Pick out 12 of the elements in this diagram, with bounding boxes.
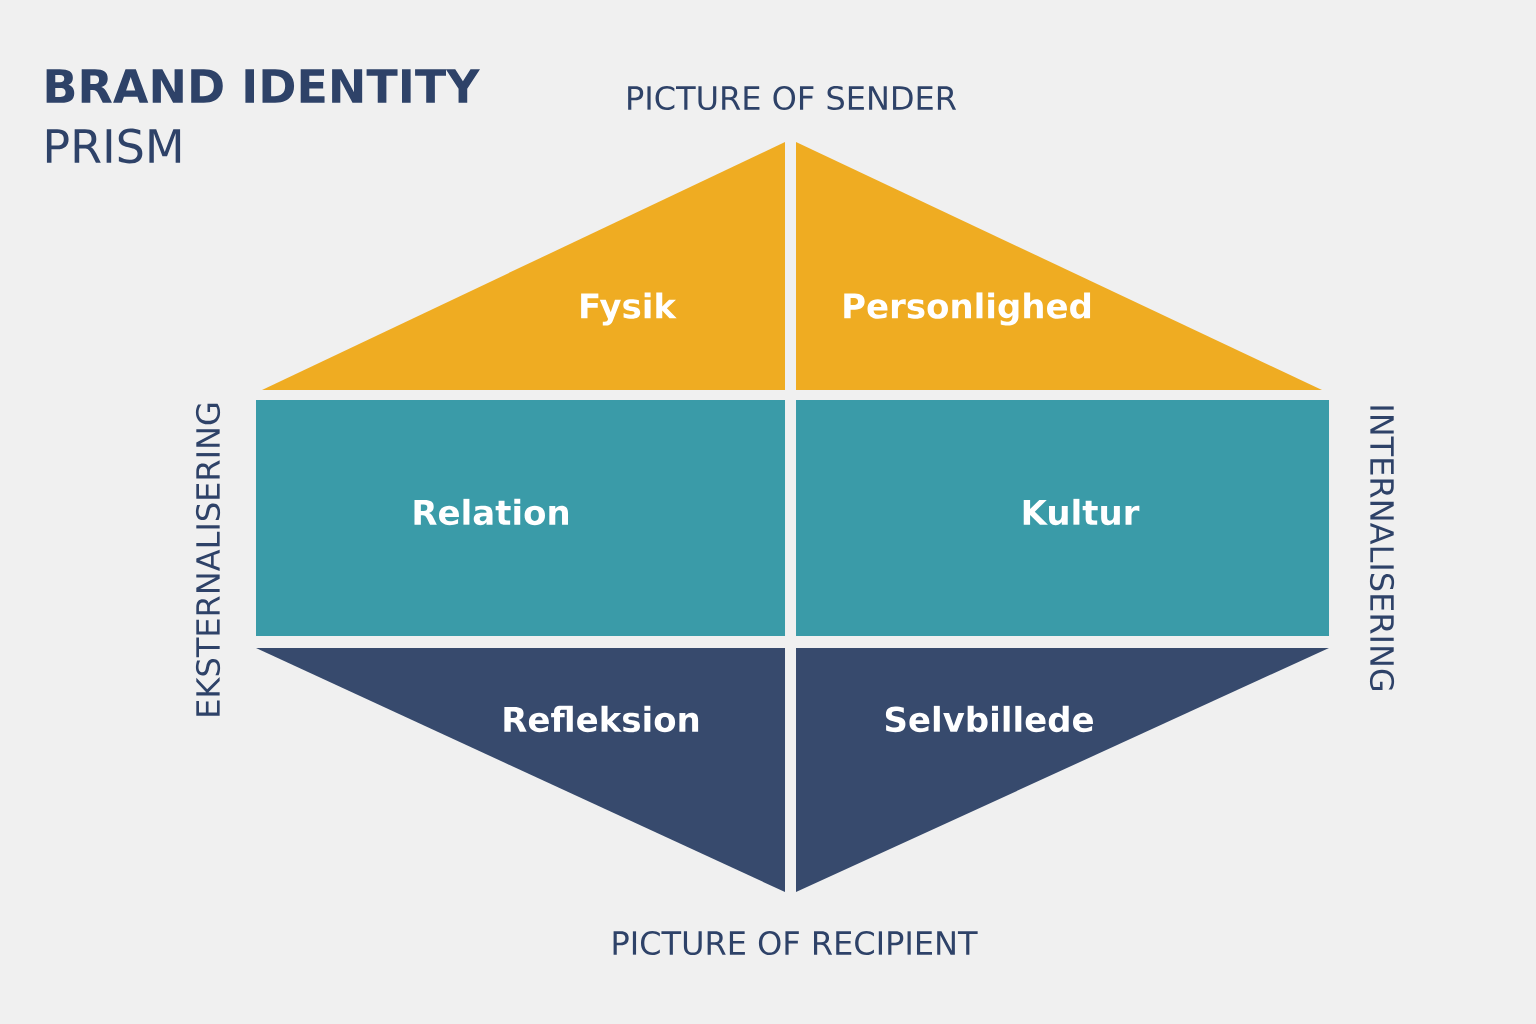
triangle-segment: Selvbillede xyxy=(796,648,1329,892)
rectangle-segment: Kultur xyxy=(796,400,1329,636)
title: BRAND IDENTITY xyxy=(46,69,480,103)
triangle-segment: Refleksion xyxy=(256,648,785,892)
axis-label: EKSTERNALISERING xyxy=(195,403,221,716)
triangle-segment: Fysik xyxy=(262,142,785,390)
subtitle: PRISM xyxy=(46,128,181,164)
rectangle-segment: Relation xyxy=(256,400,785,636)
axis-label: INTERNALISERING xyxy=(1369,406,1395,691)
axis-label: PICTURE OF RECIPIENT xyxy=(613,930,978,956)
axis-label: PICTURE OF SENDER xyxy=(628,85,957,111)
triangle-segment: Personlighed xyxy=(796,142,1322,390)
